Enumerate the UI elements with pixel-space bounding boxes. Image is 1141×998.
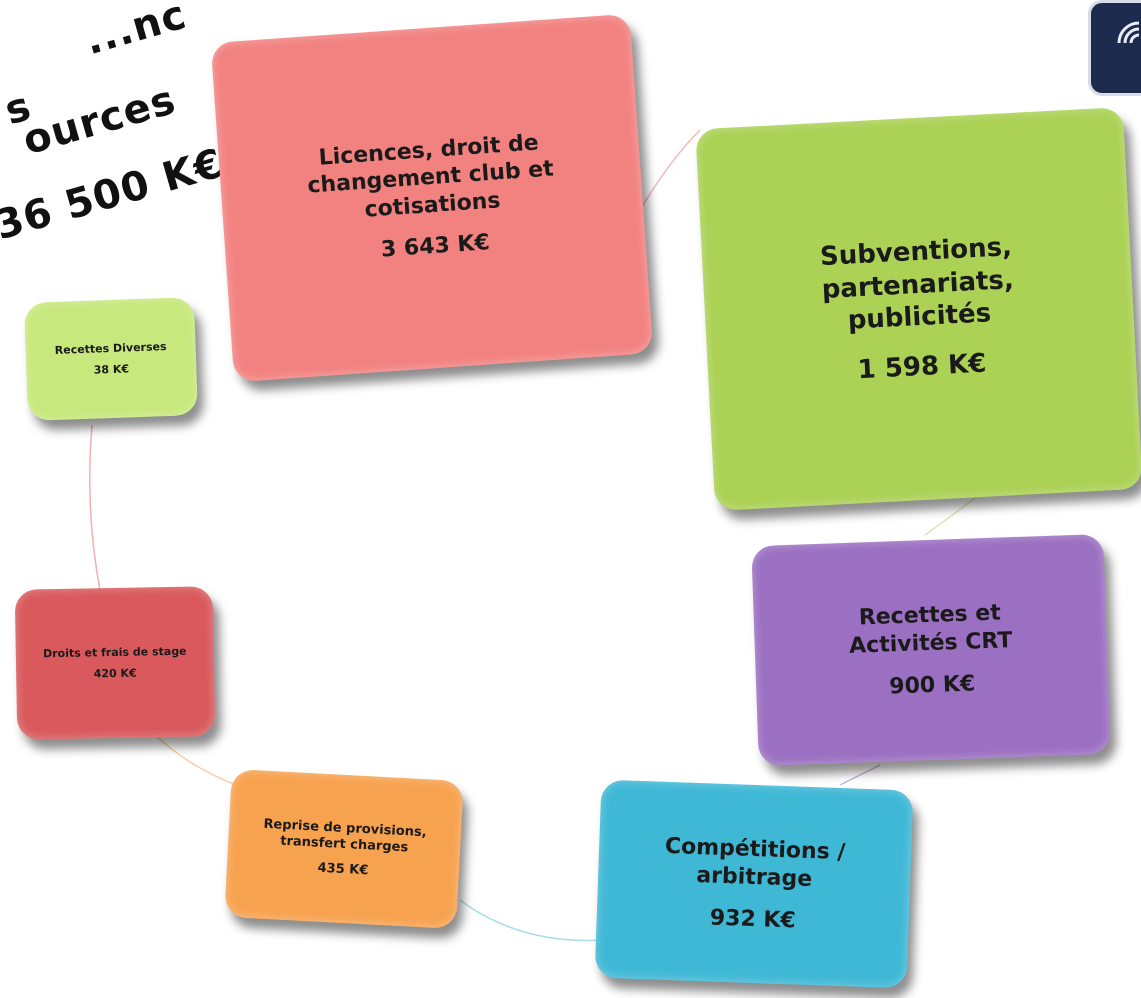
box-droits-stage: Droits et frais de stage 420 K€ — [14, 586, 216, 740]
box-reprise-label: Reprise de provisions, transfert charges — [263, 816, 428, 856]
wifi-icon — [1117, 21, 1140, 44]
box-recettes-diverses-value: 38 K€ — [93, 362, 130, 377]
box-droits-stage-label: Droits et frais de stage — [42, 644, 187, 661]
box-reprise-value: 435 K€ — [317, 860, 369, 879]
box-subventions-label: Subventions, partenariats, publicités — [819, 232, 1015, 336]
box-competitions-label: Compétitions / arbitrage — [664, 834, 846, 892]
connector-competitions-reprise — [459, 899, 606, 942]
connector-droits-diverses — [89, 424, 101, 591]
box-licences-label: Licences, droit de changement club et co… — [306, 130, 555, 223]
box-competitions-value: 932 K€ — [709, 905, 797, 934]
connector-crt-competitions — [839, 764, 881, 786]
connector-licences-subventions — [639, 129, 701, 211]
box-licences-value: 3 643 K€ — [380, 230, 491, 264]
federation-logo-icon — [1088, 0, 1141, 96]
box-recettes-crt-value: 900 K€ — [888, 671, 976, 700]
box-recettes-crt: Recettes et Activités CRT 900 K€ — [751, 533, 1111, 767]
box-recettes-diverses-label: Recettes Diverses — [54, 339, 167, 357]
box-subventions: Subventions, partenariats, publicités 1 … — [695, 107, 1141, 511]
box-licences: Licences, droit de changement club et co… — [210, 13, 654, 383]
box-competitions: Compétitions / arbitrage 932 K€ — [594, 779, 914, 989]
box-subventions-value: 1 598 K€ — [856, 348, 988, 386]
box-droits-stage-value: 420 K€ — [93, 666, 137, 681]
box-reprise: Reprise de provisions, transfert charges… — [224, 769, 464, 929]
box-recettes-diverses: Recettes Diverses 38 K€ — [23, 297, 199, 421]
box-recettes-crt-label: Recettes et Activités CRT — [848, 600, 1013, 659]
